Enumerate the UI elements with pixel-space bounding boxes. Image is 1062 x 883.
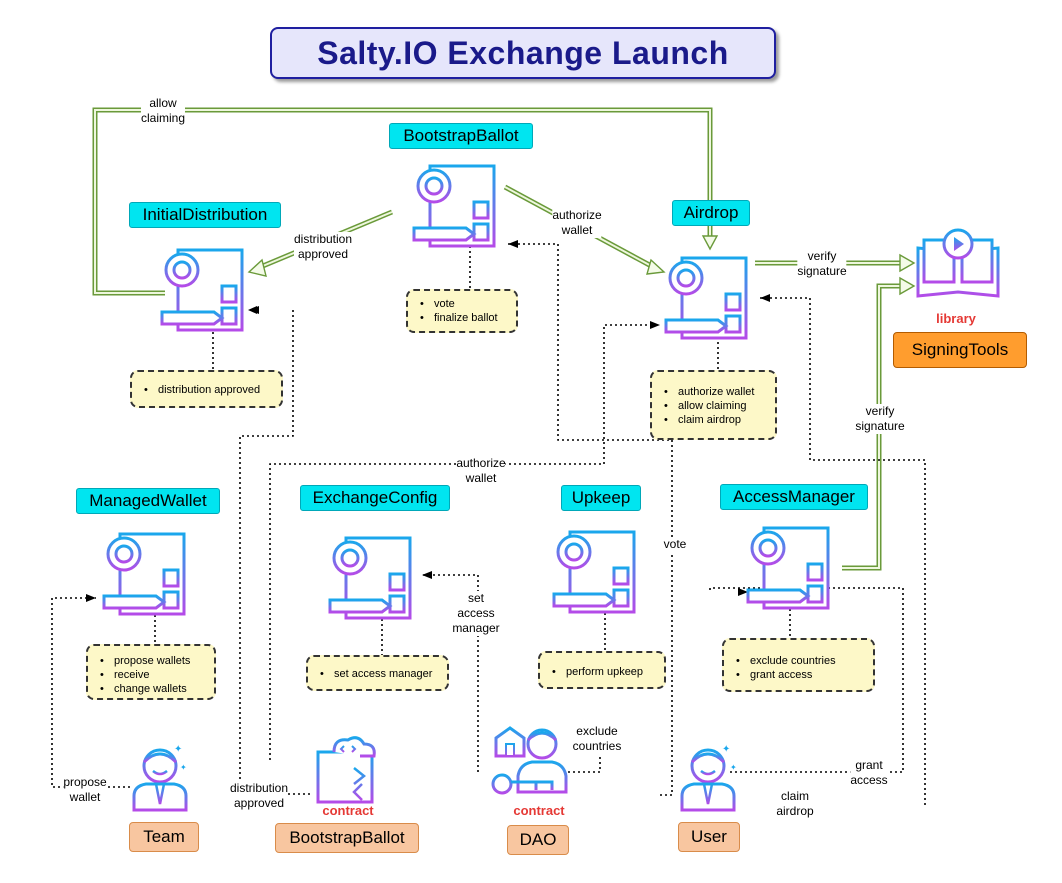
- svg-text:✦: ✦: [722, 744, 730, 755]
- edge-label-distribution-approved-bottom: distribution approved: [229, 781, 289, 811]
- airdrop-label: Airdrop: [672, 200, 750, 226]
- edge-label-text: verify signature: [855, 404, 905, 433]
- managed-wallet-label: ManagedWallet: [76, 488, 220, 514]
- edge-label-set-access-manager: set access manager: [452, 591, 500, 636]
- library-tag: library: [936, 311, 976, 326]
- bootstrap-ballot-contract-tag: contract: [322, 803, 374, 818]
- edge-label-claim-airdrop: claim airdrop: [776, 789, 814, 819]
- team-person-icon: [132, 748, 188, 812]
- signing-tools-box: SigningTools: [893, 332, 1027, 368]
- initial-distribution-label: InitialDistribution: [129, 202, 281, 228]
- note-item: exclude countries: [736, 654, 865, 668]
- exchange-config-label: ExchangeConfig: [300, 485, 450, 511]
- team-label: Team: [129, 822, 199, 852]
- airdrop-contract-icon: [664, 256, 748, 340]
- managed-wallet-note: propose walletsreceivechange wallets: [86, 644, 216, 700]
- bootstrap-ballot-code-contract-icon: [316, 736, 376, 804]
- note-item: receive: [100, 668, 206, 682]
- bootstrap-ballot-contract-icon: [412, 164, 496, 248]
- svg-text:✦: ✦: [180, 763, 187, 772]
- edge-label-text: distribution approved: [293, 232, 353, 261]
- note-item: claim airdrop: [664, 413, 767, 427]
- edge-label-authorize-wallet-top: authorize wallet: [552, 208, 602, 238]
- note-item: grant access: [736, 668, 865, 682]
- edge-label-text: verify signature: [797, 249, 847, 278]
- edge-label-text: set access manager: [452, 591, 500, 635]
- note-item: propose wallets: [100, 654, 206, 668]
- bootstrap-ballot-note: votefinalize ballot: [406, 289, 518, 333]
- initial-distribution-note: distribution approved: [130, 370, 283, 408]
- edge-label-text: propose wallet: [63, 775, 107, 804]
- airdrop-note: authorize walletallow claimingclaim aird…: [650, 370, 777, 440]
- library-book-icon: [916, 228, 1000, 298]
- edge-label-grant-access: grant access: [850, 758, 888, 788]
- svg-text:✦: ✦: [730, 763, 737, 772]
- edge-label-text: vote: [663, 537, 687, 551]
- edge-label-exclude-countries: exclude countries: [572, 724, 622, 754]
- note-item: change wallets: [100, 682, 206, 696]
- user-label: User: [678, 822, 740, 852]
- note-item: distribution approved: [144, 383, 273, 397]
- edge-label-verify-signature-right: verify signature: [797, 249, 847, 279]
- edge-label-text: distribution approved: [229, 781, 289, 810]
- edge-label-verify-signature-down: verify signature: [855, 404, 905, 434]
- dao-label: DAO: [507, 825, 569, 855]
- exchange-config-note: set access manager: [306, 655, 449, 691]
- user-person-icon: [680, 748, 736, 812]
- edge-label-text: authorize wallet: [552, 208, 602, 237]
- note-item: authorize wallet: [664, 385, 767, 399]
- access-manager-contract-icon: [746, 526, 830, 610]
- edge-label-text: authorize wallet: [456, 456, 506, 485]
- edge-label-text: claim airdrop: [776, 789, 814, 818]
- upkeep-note: perform upkeep: [538, 651, 666, 689]
- svg-text:✦: ✦: [174, 744, 182, 755]
- managed-wallet-contract-icon: [102, 532, 186, 616]
- bootstrap-ballot-actor-label: BootstrapBallot: [275, 823, 419, 853]
- note-item: perform upkeep: [552, 665, 656, 679]
- note-item: finalize ballot: [420, 311, 508, 325]
- edge-label-text: grant access: [850, 758, 888, 787]
- note-item: set access manager: [320, 667, 439, 681]
- edge-label-distribution-approved-top: distribution approved: [293, 232, 353, 262]
- diagram-title: Salty.IO Exchange Launch: [270, 27, 776, 79]
- exchange-config-contract-icon: [328, 536, 412, 620]
- bootstrap-ballot-label: BootstrapBallot: [389, 123, 533, 149]
- edge-label-propose-wallet: propose wallet: [63, 775, 107, 805]
- edge-label-allow-claiming: allow claiming: [140, 96, 186, 126]
- upkeep-label: Upkeep: [561, 485, 641, 511]
- note-item: allow claiming: [664, 399, 767, 413]
- edge-label-authorize-wallet-mid: authorize wallet: [456, 456, 506, 486]
- initial-distribution-contract-icon: [160, 248, 244, 332]
- access-manager-label: AccessManager: [720, 484, 868, 510]
- upkeep-contract-icon: [552, 530, 636, 614]
- edge-label-text: allow claiming: [140, 96, 186, 125]
- dao-contract-tag: contract: [513, 803, 565, 818]
- dao-person-icon: [491, 726, 568, 795]
- note-item: vote: [420, 297, 508, 311]
- edge-label-text: exclude countries: [572, 724, 622, 753]
- edge-label-vote: vote: [663, 537, 687, 552]
